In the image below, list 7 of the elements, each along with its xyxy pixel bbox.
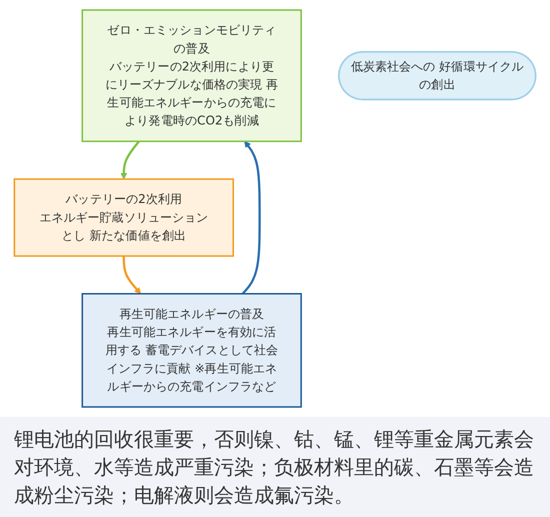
node-box: ゼロ・エミッションモビリティの普及 バッテリーの2次利用により更にリーズナブルな価格の実現 再生可能エネルギーからの充電により発電時のCO2も削減 — [82, 9, 302, 142]
caption-text: 锂电池的回收很重要，否则镍、钴、锰、锂等重金属元素会对环境、水等造成严重污染；负极材料里的碳、石墨等会造成粉尘污染；电解液则会造成氟污染。 — [0, 417, 550, 517]
node-box: 再生可能エネルギーの普及 再生可能エネルギーを有効に活用する 蓄電デバイスとして社会インフラに貢献 ※再生可能エネルギーからの充電インフラなど — [82, 293, 302, 408]
arrow — [120, 140, 140, 180]
arrow — [122, 256, 142, 294]
arrow — [242, 141, 261, 295]
node-box: バッテリーの2次利用 エネルギー貯蔵ソリューションとし 新たな価値を創出 — [14, 178, 234, 257]
